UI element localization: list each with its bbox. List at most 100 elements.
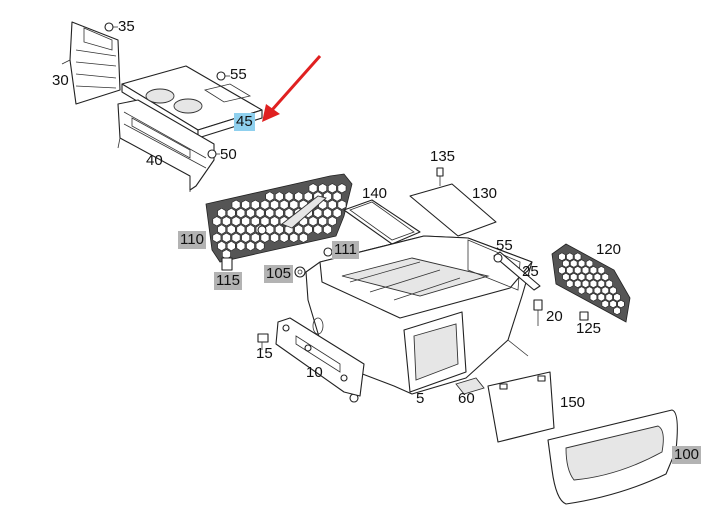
part-100-front-trim[interactable]	[547, 409, 678, 505]
grille-hex-cell	[601, 286, 609, 295]
grille-hex-cell	[613, 306, 621, 315]
grille-hex-cell	[226, 207, 236, 219]
part-35-screw[interactable]	[104, 22, 118, 32]
grille-hex-cell	[328, 199, 337, 210]
callout-50[interactable]: 50	[220, 146, 237, 163]
grille-hex-cell	[226, 224, 236, 235]
callout-140[interactable]: 140	[362, 185, 388, 202]
callout-55[interactable]: 55	[230, 66, 247, 83]
callout-45[interactable]: 45	[234, 113, 255, 131]
grille-hex-cell	[241, 232, 250, 243]
part-30-bracket[interactable]	[61, 21, 121, 105]
callout-25[interactable]: 25	[522, 263, 539, 280]
grille-hex-cell	[578, 272, 586, 282]
part-55-nut-top[interactable]	[216, 71, 230, 81]
callout-110[interactable]: 110	[178, 231, 206, 249]
grille-hex-cell	[558, 266, 566, 275]
grille-hex-cell	[299, 232, 308, 243]
grille-hex-cell	[566, 266, 574, 275]
callout-135[interactable]: 135	[430, 148, 456, 165]
grille-110-mesh	[212, 183, 347, 260]
grille-hex-cell	[260, 232, 270, 243]
part-105-nut[interactable]	[294, 266, 306, 278]
grille-hex-cell	[337, 199, 347, 210]
callout-5[interactable]: 5	[416, 390, 425, 407]
grille-hex-cell	[231, 216, 241, 227]
grille-hex-cell	[318, 216, 327, 227]
callout-40[interactable]: 40	[146, 152, 163, 169]
red-pointer-arrow	[262, 55, 322, 122]
grille-hex-cell	[217, 240, 226, 252]
grille-hex-cell	[578, 286, 586, 295]
grille-hex-cell	[597, 266, 605, 275]
grille-hex-cell	[585, 259, 594, 268]
part-10-lower-bracket[interactable]	[275, 317, 365, 397]
part-55-nut-right[interactable]	[493, 253, 503, 263]
grille-hex-cell	[593, 286, 601, 295]
part-5-main-housing[interactable]	[305, 235, 533, 403]
grille-hex-cell	[617, 299, 625, 309]
grille-hex-cell	[593, 272, 601, 282]
grille-hex-cell	[323, 191, 332, 202]
grille-hex-cell	[589, 279, 598, 288]
grille-hex-cell	[212, 232, 222, 243]
grille-hex-cell	[217, 207, 226, 219]
part-115-clip[interactable]	[221, 257, 233, 271]
grille-hex-cell	[217, 224, 226, 235]
callout-130[interactable]: 130	[472, 185, 498, 202]
grille-hex-cell	[313, 224, 323, 235]
callout-10[interactable]: 10	[306, 364, 323, 381]
grille-hex-cell	[609, 299, 617, 309]
part-140-cover[interactable]	[343, 199, 421, 245]
grille-hex-cell	[275, 191, 284, 202]
callout-150[interactable]: 150	[560, 394, 586, 411]
grille-hex-cell	[226, 240, 236, 252]
grille-120-mesh	[558, 252, 625, 315]
part-40-rail[interactable]	[117, 99, 215, 192]
grille-hex-cell	[246, 207, 255, 219]
grille-hex-cell	[597, 279, 605, 288]
part-111-clip[interactable]	[323, 247, 333, 257]
part-150-lid[interactable]	[487, 371, 555, 443]
callout-30[interactable]: 30	[52, 72, 69, 89]
callout-100[interactable]: 100	[672, 446, 702, 464]
grille-hex-cell	[605, 279, 613, 288]
callout-60[interactable]: 60	[458, 390, 475, 407]
part-50-screw[interactable]	[207, 149, 220, 159]
part-135-screw[interactable]	[436, 167, 444, 186]
grille-hex-cell	[601, 299, 609, 309]
grille-hex-cell	[589, 266, 598, 275]
callout-125[interactable]: 125	[576, 320, 602, 337]
part-20-screw[interactable]	[533, 299, 543, 326]
callout-111[interactable]: 111	[332, 241, 359, 259]
callout-15[interactable]: 15	[256, 345, 273, 362]
part-130-cover[interactable]	[409, 183, 497, 237]
callout-105[interactable]: 105	[264, 265, 294, 283]
grille-hex-cell	[574, 266, 582, 275]
callout-35[interactable]: 35	[118, 18, 135, 35]
callout-55-right[interactable]: 55	[496, 237, 513, 254]
grille-hex-cell	[581, 279, 590, 288]
grille-hex-cell	[337, 183, 347, 194]
part-110-grille-panel[interactable]	[205, 173, 353, 263]
grille-hex-cell	[270, 199, 279, 210]
grille-hex-cell	[613, 293, 621, 302]
callout-20[interactable]: 20	[546, 308, 563, 325]
grille-hex-cell	[562, 259, 570, 268]
part-120-grille-panel[interactable]	[551, 243, 631, 323]
part-60-pad[interactable]	[455, 377, 485, 395]
grille-hex-cell	[601, 272, 609, 282]
grille-hex-cell	[231, 232, 241, 243]
grille-hex-cell	[328, 183, 337, 194]
part-125-clip[interactable]	[579, 311, 589, 321]
grille-hex-cell	[585, 286, 594, 295]
callout-120[interactable]: 120	[596, 241, 622, 258]
callout-115[interactable]: 115	[214, 272, 242, 290]
grille-hex-cell	[574, 279, 582, 288]
grille-hex-cell	[294, 224, 303, 235]
grille-hex-cell	[284, 207, 294, 219]
part-25-strip[interactable]	[493, 251, 541, 291]
part-15-screw[interactable]	[257, 333, 269, 350]
grille-hex-cell	[284, 191, 294, 202]
